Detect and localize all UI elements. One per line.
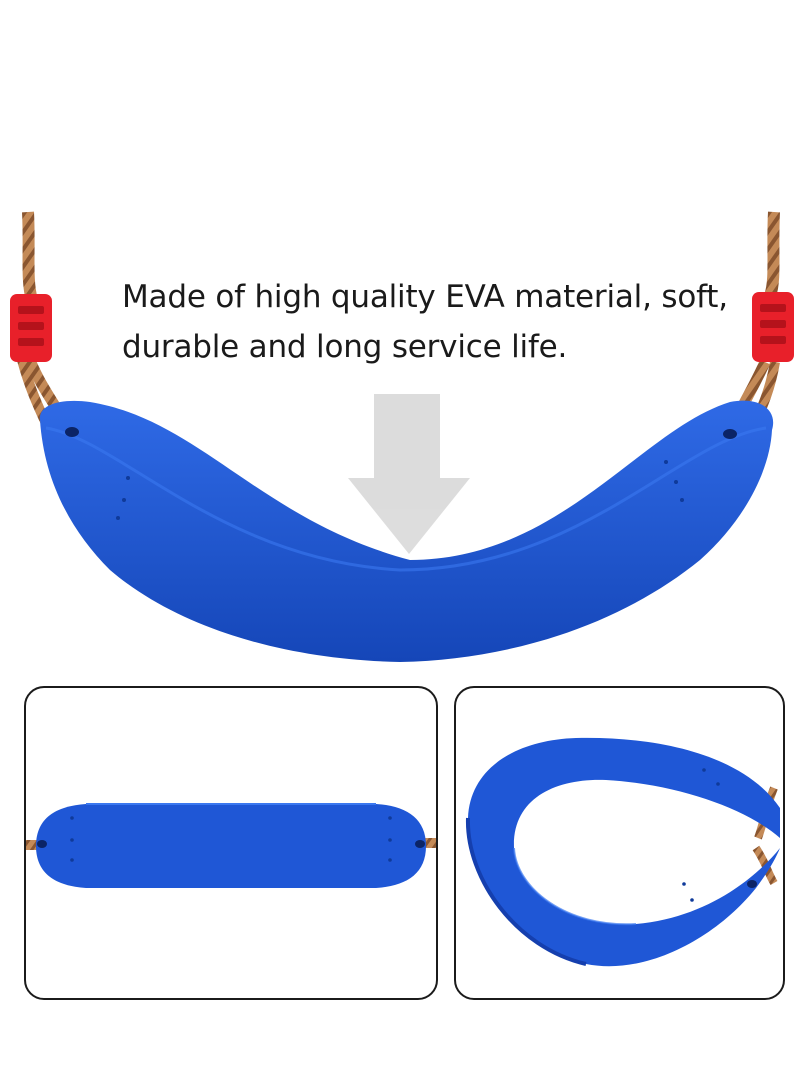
left-rope-hole	[65, 427, 79, 437]
feature-caption: Made of high quality EVA material, soft,…	[122, 272, 742, 372]
caption-line-1: Made of high quality EVA material, soft,	[122, 279, 728, 315]
hero-swing-illustration	[10, 211, 794, 662]
folded-seat-panel	[454, 686, 785, 1000]
down-arrow-icon	[348, 394, 470, 554]
flat-seat-illustration	[26, 803, 436, 888]
caption-line-2: durable and long service life.	[122, 329, 568, 365]
flat-seat-panel	[24, 686, 438, 1000]
curved-seat	[39, 400, 774, 662]
folded-seat-illustration	[465, 737, 780, 967]
left-rope-clip	[10, 294, 52, 362]
right-rope-hole	[723, 429, 737, 439]
right-rope-clip	[752, 292, 794, 362]
